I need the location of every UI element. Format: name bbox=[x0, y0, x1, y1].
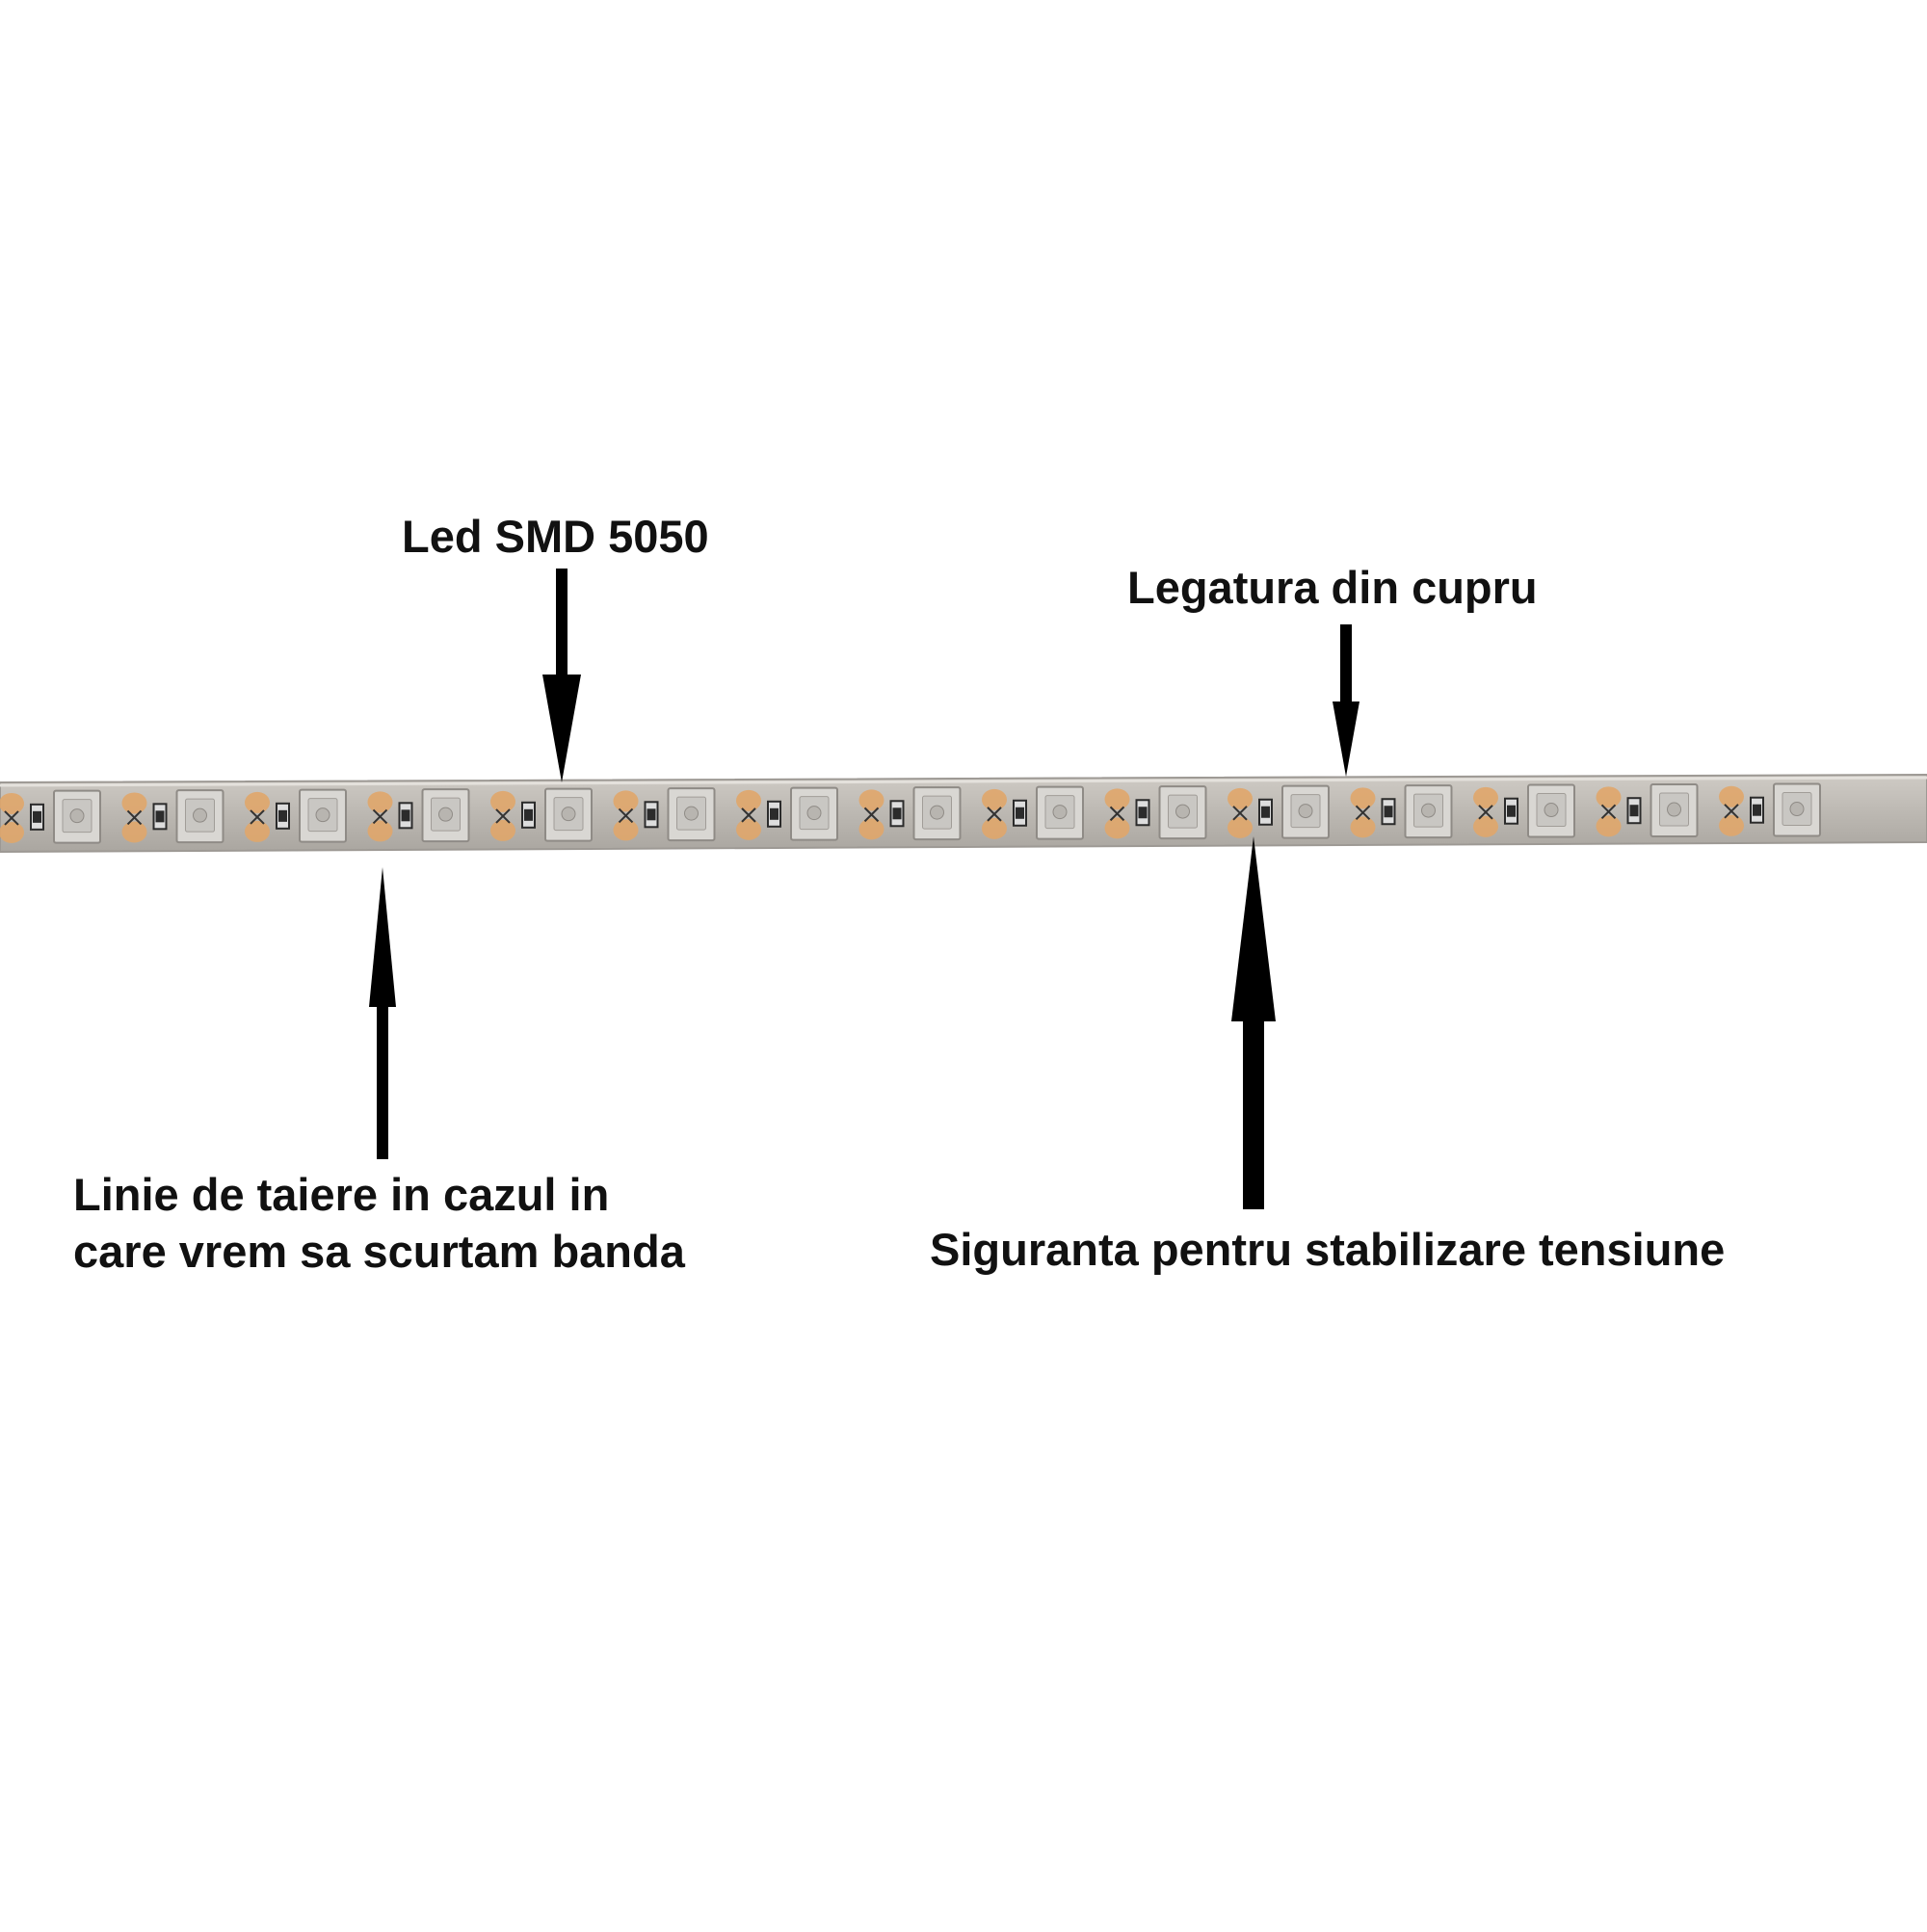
copper-pad-icon bbox=[613, 819, 639, 841]
copper-pad-icon bbox=[1473, 815, 1498, 837]
strip-top-edge bbox=[0, 776, 1927, 787]
led-chip-icon bbox=[438, 807, 453, 822]
arrow-copper-icon bbox=[1333, 624, 1359, 777]
resistor-icon bbox=[1384, 806, 1393, 818]
copper-pad-icon bbox=[1719, 785, 1744, 807]
resistor-icon bbox=[33, 810, 41, 823]
copper-pad-icon bbox=[121, 792, 147, 814]
cut-mark-icon bbox=[1109, 806, 1125, 822]
resistor-icon bbox=[1507, 805, 1516, 817]
resistor-icon bbox=[1016, 807, 1024, 819]
copper-pad-icon bbox=[858, 818, 884, 840]
cut-mark-icon bbox=[372, 808, 388, 825]
arrow-fuse-icon bbox=[1231, 836, 1276, 1209]
cut-mark-icon bbox=[4, 810, 19, 826]
copper-pad-icon bbox=[858, 789, 884, 811]
copper-pad-icon bbox=[0, 792, 24, 814]
led-chip-icon bbox=[930, 805, 944, 820]
resistor-icon bbox=[1138, 807, 1148, 819]
cut-mark-icon bbox=[1478, 805, 1493, 820]
copper-pad-icon bbox=[1227, 816, 1253, 838]
cut-mark-icon bbox=[1232, 806, 1248, 821]
copper-pad-icon bbox=[121, 821, 147, 843]
cut-mark-icon bbox=[741, 807, 756, 823]
cut-mark-icon bbox=[1600, 804, 1617, 820]
resistor-icon bbox=[524, 808, 533, 821]
arrow-led-icon bbox=[542, 569, 581, 782]
led-chip-icon bbox=[806, 806, 822, 821]
cut-mark-icon bbox=[1724, 804, 1739, 819]
cut-mark-icon bbox=[1355, 805, 1371, 821]
copper-pad-icon bbox=[1350, 816, 1376, 838]
label-cut-line-2: care vrem sa scurtam banda bbox=[73, 1226, 685, 1277]
resistor-icon bbox=[1753, 804, 1761, 816]
copper-pad-icon bbox=[613, 790, 639, 812]
label-led-smd: Led SMD 5050 bbox=[402, 511, 709, 562]
resistor-icon bbox=[1261, 806, 1270, 818]
copper-pad-icon bbox=[1104, 817, 1130, 839]
copper-pad-icon bbox=[736, 789, 761, 811]
label-copper-link: Legatura din cupru bbox=[1127, 562, 1538, 613]
cut-mark-icon bbox=[495, 808, 511, 824]
led-chip-icon bbox=[1421, 803, 1436, 818]
copper-pad-icon bbox=[245, 791, 270, 813]
resistor-icon bbox=[401, 809, 410, 822]
resistor-icon bbox=[278, 809, 287, 822]
copper-pad-icon bbox=[490, 790, 515, 812]
led-chip-icon bbox=[69, 808, 85, 824]
copper-pad-icon bbox=[490, 819, 515, 841]
strip-components bbox=[0, 782, 1821, 844]
resistor-icon bbox=[647, 808, 656, 821]
copper-pad-icon bbox=[1350, 787, 1376, 809]
copper-pad-icon bbox=[1104, 788, 1130, 810]
label-fuse: Siguranta pentru stabilizare tensiune bbox=[930, 1224, 1726, 1275]
led-chip-icon bbox=[1667, 802, 1681, 817]
cut-mark-icon bbox=[987, 807, 1002, 822]
led-chip-icon bbox=[1789, 802, 1805, 817]
cut-mark-icon bbox=[250, 809, 265, 825]
led-chip-icon bbox=[193, 807, 207, 823]
led-chip-icon bbox=[1298, 804, 1313, 819]
copper-pad-icon bbox=[1596, 786, 1622, 808]
copper-pad-icon bbox=[736, 818, 761, 840]
led-chip-icon bbox=[315, 807, 330, 823]
resistor-icon bbox=[155, 810, 165, 823]
cut-mark-icon bbox=[126, 809, 143, 826]
resistor-icon bbox=[770, 807, 779, 820]
copper-pad-icon bbox=[1596, 815, 1622, 837]
copper-pad-icon bbox=[982, 788, 1007, 810]
copper-pad-icon bbox=[1227, 787, 1253, 809]
label-cut-line: Linie de taiere in cazul in care vrem sa… bbox=[73, 1166, 685, 1280]
led-chip-icon bbox=[1544, 803, 1559, 818]
resistor-icon bbox=[892, 807, 902, 820]
cut-mark-icon bbox=[618, 807, 634, 824]
copper-pad-icon bbox=[1719, 814, 1744, 836]
led-chip-icon bbox=[1175, 804, 1190, 819]
label-cut-line-1: Linie de taiere in cazul in bbox=[73, 1169, 610, 1220]
copper-pad-icon bbox=[245, 820, 270, 842]
cut-mark-icon bbox=[863, 807, 880, 823]
led-chip-icon bbox=[561, 807, 576, 822]
copper-pad-icon bbox=[982, 817, 1007, 839]
copper-pad-icon bbox=[367, 791, 393, 813]
arrow-cut-line-icon bbox=[369, 867, 396, 1159]
led-strip bbox=[0, 773, 1927, 854]
copper-pad-icon bbox=[0, 821, 24, 843]
led-chip-icon bbox=[684, 806, 699, 821]
copper-pad-icon bbox=[1473, 786, 1498, 808]
led-chip-icon bbox=[1052, 805, 1068, 820]
copper-pad-icon bbox=[367, 820, 393, 842]
resistor-icon bbox=[1629, 805, 1639, 817]
